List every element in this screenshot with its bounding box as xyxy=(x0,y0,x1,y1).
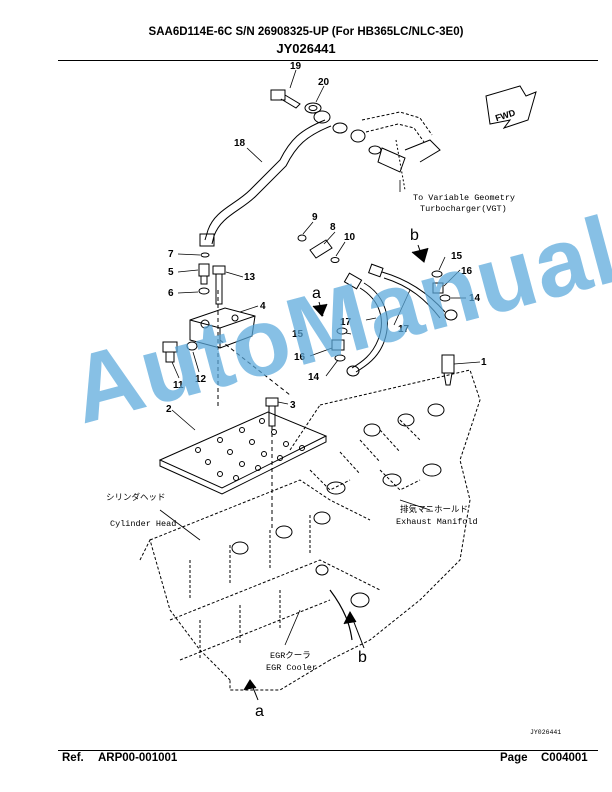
exhaust-manifold-label-jp: 排気マニホールド xyxy=(400,504,468,515)
hose-17-left-drawing xyxy=(343,272,388,377)
leader-lines xyxy=(171,69,481,431)
hose-17-right-drawing xyxy=(368,263,458,321)
callout-15-right: 15 xyxy=(451,251,463,262)
callout-14-left: 14 xyxy=(308,372,320,383)
egr-cooler-label-en: EGR Cooler xyxy=(266,663,317,673)
callout-3: 3 xyxy=(290,400,296,411)
vgt-fittings-drawing xyxy=(332,111,441,191)
footer-rule xyxy=(58,750,598,751)
callout-19: 19 xyxy=(290,61,302,72)
vgt-label-line2: Turbocharger(VGT) xyxy=(420,204,507,214)
callout-8: 8 xyxy=(330,222,336,233)
ref-letter-b-bottom: b xyxy=(358,649,367,666)
callout-6: 6 xyxy=(168,288,174,299)
callout-1: 1 xyxy=(481,357,487,368)
tube-18-drawing xyxy=(199,110,332,247)
header-rule xyxy=(58,60,598,61)
bolt-3-drawing xyxy=(265,397,279,530)
exhaust-manifold-label-en: Exhaust Manifold xyxy=(396,517,478,527)
engine-bosses-drawing xyxy=(231,403,445,641)
page-label: Page xyxy=(500,752,528,764)
callout-11: 11 xyxy=(173,380,184,391)
seals-drawing xyxy=(331,270,451,362)
callout-2: 2 xyxy=(166,404,172,415)
callout-16-right: 16 xyxy=(461,266,473,277)
vgt-label-line1: To Variable Geometry xyxy=(413,193,515,203)
component-labels: To Variable Geometry Turbocharger(VGT) シ… xyxy=(106,193,561,736)
cylinder-head-label-jp: シリンダヘッド xyxy=(106,492,166,503)
document-id: JY026441 xyxy=(276,41,336,56)
callout-15-left: 15 xyxy=(292,329,304,340)
connector-block-4-drawing xyxy=(162,290,291,406)
egr-cooler-label-jp: EGRクーラ xyxy=(270,651,311,661)
ref-value: ARP00-001001 xyxy=(98,752,178,764)
gasket-plate-2-drawing xyxy=(158,411,328,495)
part-number-labels: 19 20 18 9 8 10 7 5 13 6 4 15 16 14 17 1… xyxy=(166,61,487,415)
connector-1-drawing xyxy=(441,354,455,386)
ref-letter-a-bottom: a xyxy=(255,703,264,720)
callout-20: 20 xyxy=(318,77,330,88)
ref-letter-b-top: b xyxy=(410,227,419,244)
callout-leaders xyxy=(159,180,431,646)
callout-12: 12 xyxy=(195,374,207,385)
callout-9: 9 xyxy=(312,212,318,223)
callout-16-left: 16 xyxy=(294,352,306,363)
callout-7: 7 xyxy=(168,249,174,260)
reference-letters: b a b a xyxy=(255,227,419,720)
callout-5: 5 xyxy=(168,267,174,278)
engine-assembly-drawing xyxy=(139,369,481,691)
callout-17-left: 17 xyxy=(340,317,352,328)
ref-letter-a-top: a xyxy=(312,285,321,302)
callout-13: 13 xyxy=(244,272,256,283)
cylinder-head-label-en: Cylinder Head xyxy=(110,519,176,529)
callout-10: 10 xyxy=(344,232,356,243)
ref-label: Ref. xyxy=(62,752,84,764)
page-value: C004001 xyxy=(541,752,588,764)
fwd-arrow xyxy=(485,85,537,129)
callout-4: 4 xyxy=(260,301,266,312)
callout-17-right: 17 xyxy=(398,324,410,335)
figure-code: JY026441 xyxy=(530,729,561,736)
fittings-center-drawing xyxy=(297,234,340,263)
fittings-left-drawing xyxy=(198,252,226,305)
bolt-19-drawing xyxy=(270,89,322,114)
reference-arrows xyxy=(243,244,429,701)
callout-14-right: 14 xyxy=(469,293,481,304)
callout-18: 18 xyxy=(234,138,246,149)
page-title: SAA6D114E-6C S/N 26908325-UP (For HB365L… xyxy=(148,26,464,38)
